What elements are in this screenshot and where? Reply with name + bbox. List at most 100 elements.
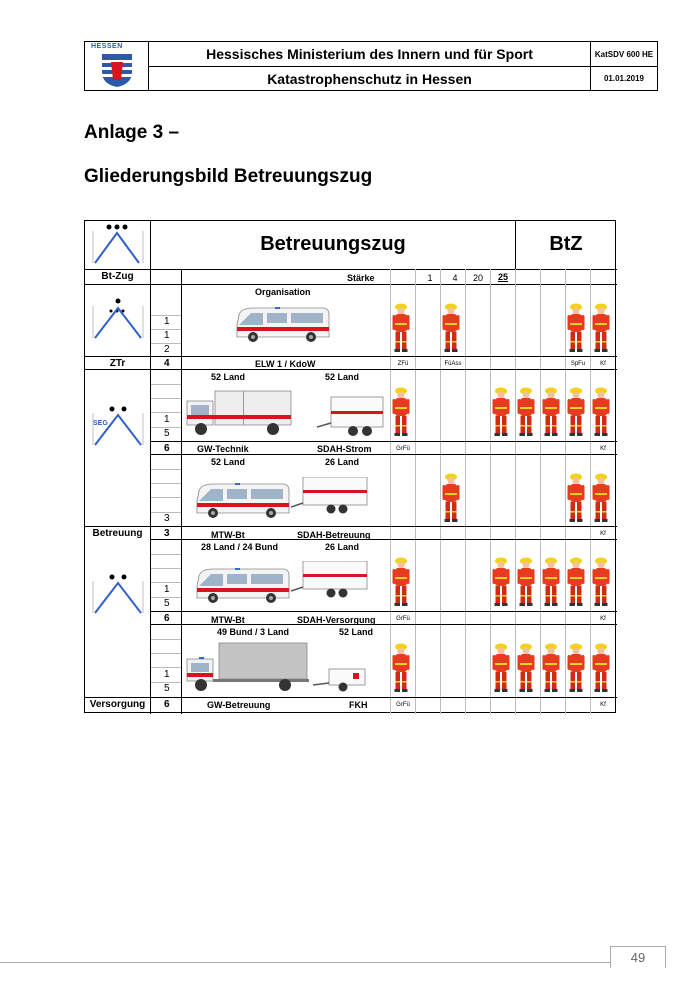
person-icon [542, 387, 560, 436]
ztr-label: ZTr [109, 358, 126, 369]
person-icon [392, 387, 410, 436]
person-icon [567, 643, 585, 692]
ztr-vehicle: ELW 1 / KdoW [255, 359, 316, 369]
person-icon [542, 557, 560, 606]
versorgung1-vehicle-right: SDAH-Versorgung [297, 615, 376, 625]
row-label: Bt-Zug [101, 271, 134, 282]
doc-date: 01.01.2019 [603, 74, 645, 83]
betreuung-label: Betreuung [92, 528, 143, 539]
versorgung1-header-left: 28 Land / 24 Bund [201, 542, 279, 552]
person-icon [392, 643, 410, 692]
ztr-subleaders: 1 [164, 330, 170, 341]
document-header: HESSEN Hessisches Ministerium des Innern… [84, 41, 658, 91]
versorgung2-vehicle-left: GW-Betreuung [207, 700, 271, 710]
ztr-total: 4 [164, 358, 170, 369]
person-icon [517, 387, 535, 436]
seg-vehicle-left: GW-Technik [197, 444, 249, 454]
betreuung-vehicle-left: MTW-Bt [211, 530, 245, 540]
sdah-strom-trailer-icon [317, 396, 384, 436]
seg-total: 6 [164, 443, 170, 454]
person-icon [517, 557, 535, 606]
person-icon [392, 557, 410, 606]
sdah-betreuung-trailer-icon [291, 477, 368, 515]
versorgung2-header-left: 49 Bund / 3 Land [217, 627, 290, 637]
role-spfu: SpFu [570, 361, 586, 367]
person-icon [442, 473, 460, 522]
coat-of-arms-icon [102, 54, 132, 87]
strength-leaders: 1 [427, 273, 433, 283]
person-icon [592, 643, 610, 692]
strength-crew: 20 [472, 273, 483, 283]
group-symbol-icon [92, 574, 144, 614]
person-icon [517, 643, 535, 692]
unit-name: Betreuungszug [260, 233, 406, 255]
role-kf: Kf [600, 361, 606, 367]
gw-technik-vehicle-icon [186, 390, 292, 435]
versorgung1-leaders: 1 [164, 584, 170, 595]
versorgung1-vehicle-left: MTW-Bt [211, 615, 245, 625]
footer-rule [0, 962, 610, 963]
page-title: Anlage 3 – [84, 122, 180, 143]
versorgung2-leaders: 1 [164, 669, 170, 680]
ztr-symbol-icon [92, 298, 144, 339]
seg-symbol-icon [92, 406, 144, 446]
person-icon [567, 303, 585, 352]
page-number: 49 [610, 946, 666, 968]
seg-crew: 5 [164, 428, 170, 439]
elw-vehicle-icon [236, 307, 330, 343]
person-icon [492, 387, 510, 436]
organization-chart: Betreuungszug BtZ Bt-Zug Stärke 1 4 20 2… [84, 220, 617, 714]
role-kf: Kf [600, 531, 606, 537]
ztr-leaders: 1 [164, 316, 170, 327]
person-icon [392, 303, 410, 352]
fkh-trailer-icon [313, 668, 366, 692]
sdah-versorgung-trailer-icon [291, 561, 368, 599]
person-icon [542, 643, 560, 692]
person-icon [592, 387, 610, 436]
seg-leaders: 1 [164, 414, 170, 425]
page-subtitle: Gliederungsbild Betreuungszug [84, 166, 373, 187]
role-zfu: ZFü [397, 361, 409, 367]
person-icon [592, 303, 610, 352]
role-kf: Kf [600, 616, 606, 622]
versorgung1-total: 6 [164, 613, 170, 624]
seg-header-left: 52 Land [211, 372, 246, 382]
strength-label: Stärke [347, 273, 375, 283]
versorgung2-crew: 5 [164, 683, 170, 694]
betreuung-header-right: 26 Land [325, 457, 360, 467]
gw-betreuung-vehicle-icon [186, 642, 309, 691]
ministry-name: Hessisches Ministerium des Innern und fü… [149, 42, 591, 67]
versorgung1-header-right: 26 Land [325, 542, 360, 552]
mtw-bt-vehicle-icon [196, 483, 290, 519]
betreuung-vehicle-right: SDAH-Betreuung [297, 530, 371, 540]
person-icon [492, 557, 510, 606]
platoon-symbol-icon [92, 224, 144, 264]
seg-vehicle-right: SDAH-Strom [317, 444, 372, 454]
ztr-crew: 2 [164, 344, 170, 355]
header-subtitle: Katastrophenschutz in Hessen [149, 67, 591, 90]
person-icon [567, 557, 585, 606]
unit-abbr: BtZ [549, 233, 583, 255]
role-fuass: FüAss [444, 361, 462, 367]
betreuung-total: 3 [164, 528, 170, 539]
betreuung-header-left: 52 Land [211, 457, 246, 467]
strength-subleaders: 4 [452, 273, 458, 283]
betreuung-crew: 3 [164, 513, 170, 524]
organisation-label: Organisation [255, 287, 311, 297]
person-icon [442, 303, 460, 352]
versorgung2-header-right: 52 Land [339, 627, 374, 637]
person-icon [492, 643, 510, 692]
seg-label: SEG [93, 420, 108, 427]
doc-code: KatSDV 600 HE [591, 42, 657, 67]
logo-text: HESSEN [91, 43, 123, 50]
role-kf: Kf [600, 702, 606, 708]
role-grfu: GrFü [396, 616, 410, 622]
mtw-bt-vehicle-icon [196, 568, 290, 604]
person-icon [592, 473, 610, 522]
role-grfu: GrFü [396, 702, 410, 708]
strength-total: 25 [497, 272, 508, 282]
hessen-logo: HESSEN [85, 42, 149, 90]
person-icon [567, 387, 585, 436]
versorgung2-total: 6 [164, 699, 170, 710]
seg-header-right: 52 Land [325, 372, 360, 382]
